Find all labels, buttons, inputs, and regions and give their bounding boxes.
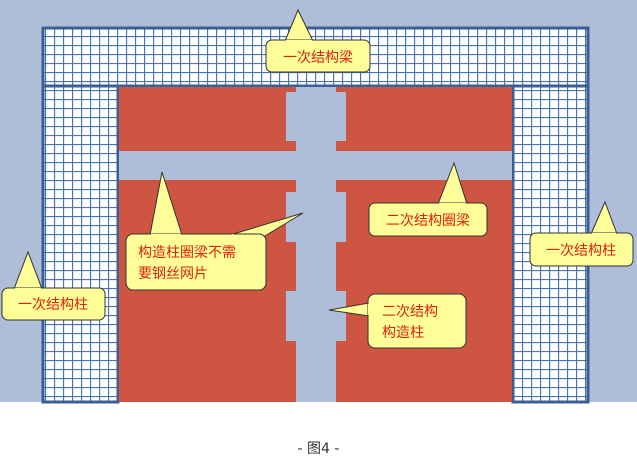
callout-primary-beam: 一次结构梁	[265, 8, 371, 73]
label-secondary-column-line2: 构造柱	[382, 325, 424, 341]
label-primary-column-right: 一次结构柱	[546, 243, 616, 259]
callout-secondary-column: 二次结构 构造柱	[328, 293, 467, 349]
label-secondary-column-line1: 二次结构	[382, 304, 438, 320]
callout-no-mesh-note: 构造柱圈梁不需 要钢丝网片	[125, 171, 304, 291]
figure-caption: - 图4 -	[297, 441, 340, 457]
callout-primary-column-left: 一次结构柱	[1, 250, 106, 321]
label-primary-beam: 一次结构梁	[283, 50, 353, 66]
primary-column-left	[41, 84, 120, 404]
label-no-mesh-line2: 要钢丝网片	[138, 266, 208, 282]
label-primary-column-left: 一次结构柱	[18, 297, 88, 313]
callout-primary-column-right: 一次结构柱	[529, 200, 634, 267]
callout-secondary-ring-beam: 二次结构圈梁	[368, 161, 488, 237]
label-no-mesh-line1: 构造柱圈梁不需	[138, 245, 236, 261]
secondary-constructional-column	[286, 87, 346, 402]
label-secondary-ring-beam: 二次结构圈梁	[386, 213, 470, 229]
